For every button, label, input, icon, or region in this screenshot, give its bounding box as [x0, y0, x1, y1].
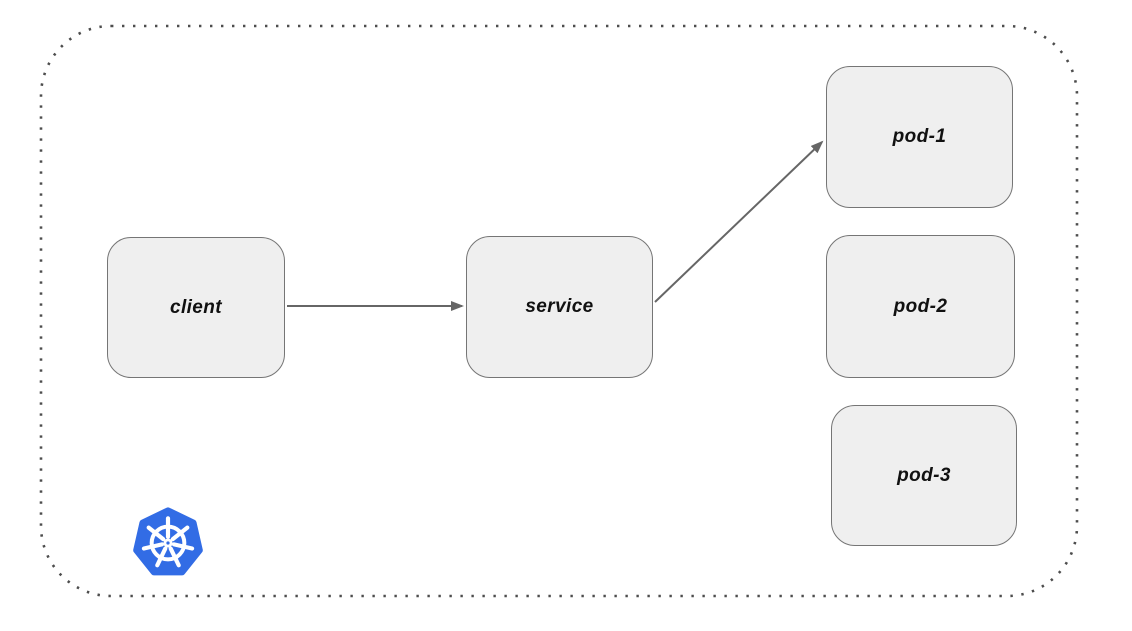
node-pod-2-label: pod-2: [893, 295, 948, 317]
node-service-label: service: [525, 296, 594, 317]
node-pod-3: pod-3: [831, 405, 1017, 546]
node-pod-1-label: pod-1: [892, 126, 947, 147]
node-client-label: client: [169, 296, 223, 318]
kubernetes-helm-wheel: [141, 516, 195, 568]
arrow-service-to-pod-1: [654, 140, 824, 303]
node-pod-2: pod-2: [826, 235, 1015, 378]
kubernetes-logo-icon: [133, 507, 203, 576]
node-pod-1: pod-1: [826, 66, 1013, 208]
node-service: service: [466, 236, 653, 378]
node-client: client: [107, 237, 285, 378]
node-pod-3-label: pod-3: [897, 464, 951, 486]
